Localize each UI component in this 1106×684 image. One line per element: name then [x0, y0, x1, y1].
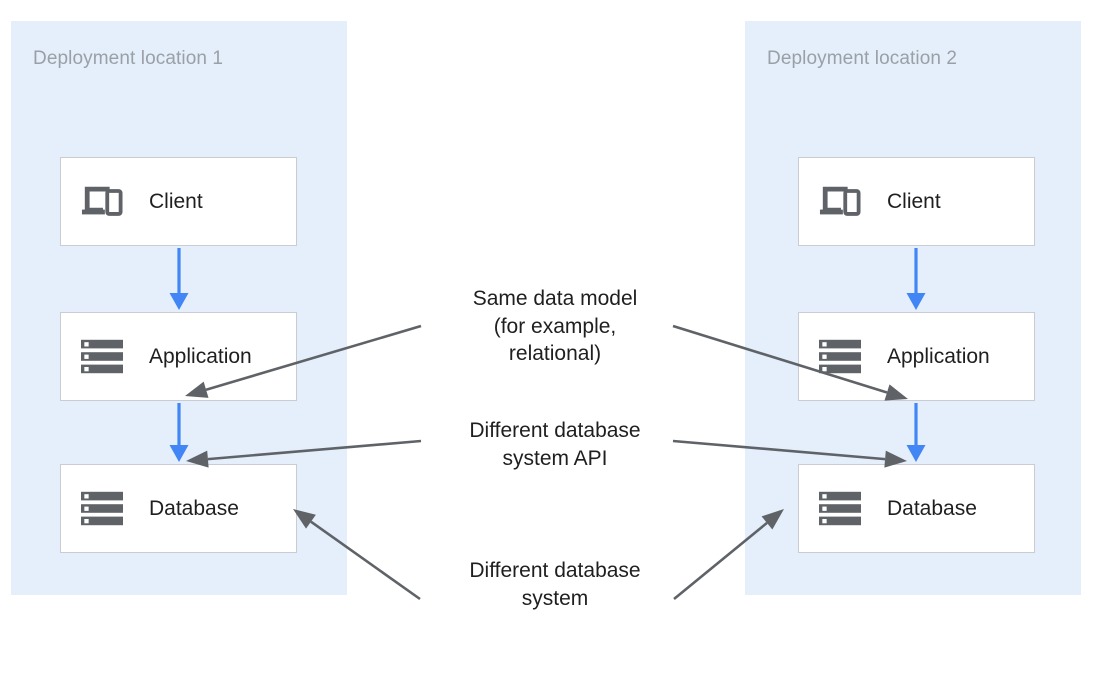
annotation-same-data-model: Same data model (for example, relational…: [472, 287, 638, 366]
server-icon: [819, 336, 861, 378]
node-application-right[interactable]: Application: [798, 312, 1035, 401]
annotation-different-database-system: Different database system: [469, 559, 641, 610]
annotation-different-database-system-api: Different database system API: [469, 419, 641, 470]
node-client-right[interactable]: Client: [798, 157, 1035, 246]
node-client-left[interactable]: Client: [60, 157, 297, 246]
node-label-application-right: Application: [887, 344, 990, 368]
node-label-application-left: Application: [149, 344, 252, 368]
node-database-left[interactable]: Database: [60, 464, 297, 553]
node-label-database-right: Database: [887, 496, 977, 520]
node-application-left[interactable]: Application: [60, 312, 297, 401]
devices-icon: [81, 181, 123, 223]
node-label-database-left: Database: [149, 496, 239, 520]
devices-icon: [819, 181, 861, 223]
node-label-client-right: Client: [887, 189, 941, 213]
server-icon: [819, 488, 861, 530]
node-label-client-left: Client: [149, 189, 203, 213]
node-database-right[interactable]: Database: [798, 464, 1035, 553]
zone-title-deployment-location-2: Deployment location 2: [767, 48, 958, 69]
server-icon: [81, 336, 123, 378]
server-icon: [81, 488, 123, 530]
zone-title-deployment-location-1: Deployment location 1: [33, 48, 224, 69]
